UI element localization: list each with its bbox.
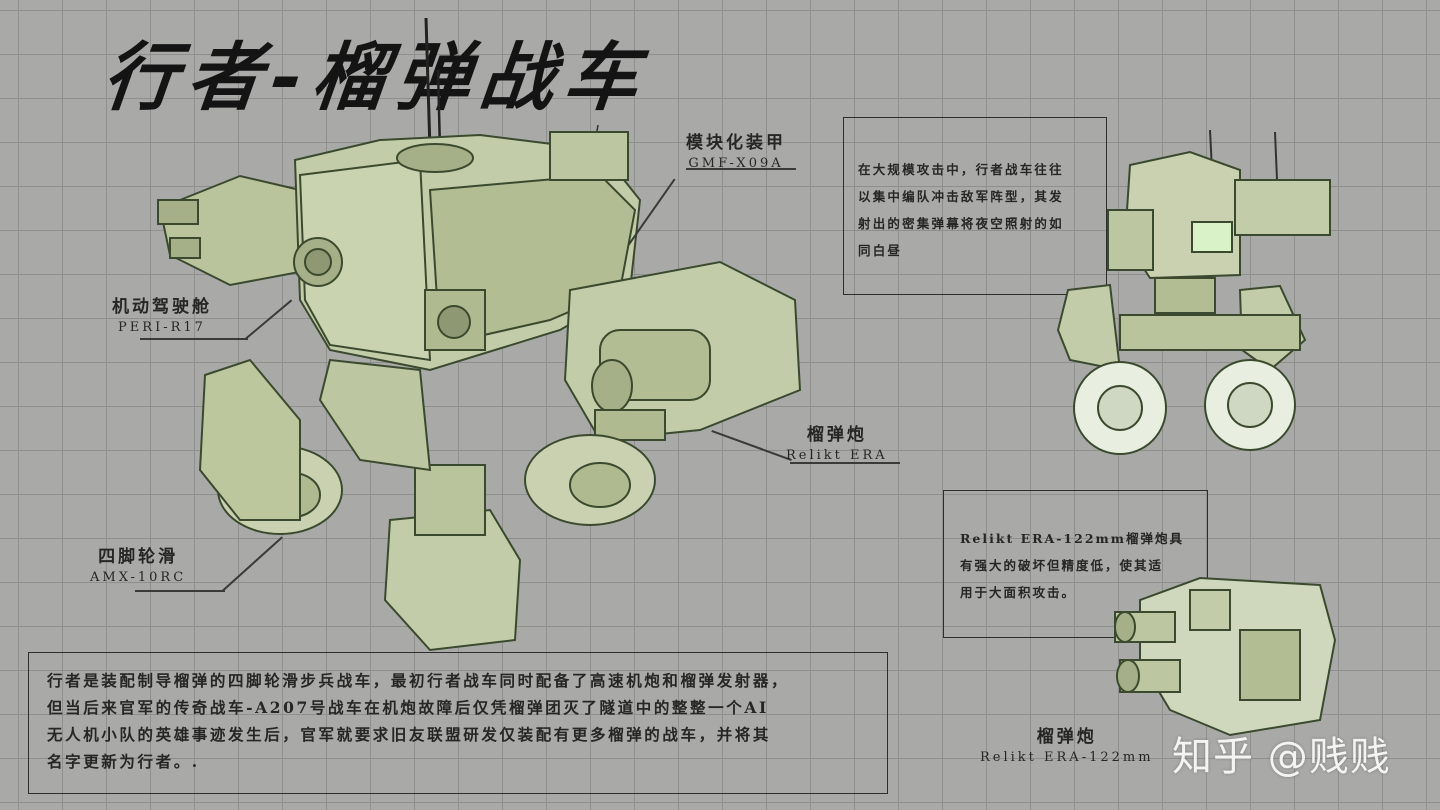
callout-cannon-cn: 榴弹炮 xyxy=(806,425,867,445)
underline-armor xyxy=(686,168,796,170)
underline-legs xyxy=(135,590,225,592)
callout-legs: 四脚轮滑 AMX-10RC xyxy=(90,542,186,585)
description-attack-line: 同白昼 xyxy=(858,243,903,258)
callout-armor: 模块化装甲 GMF-X09A xyxy=(686,128,786,171)
underline-cannon xyxy=(790,462,900,464)
callout-armor-en: GMF-X09A xyxy=(688,156,784,171)
callout-legs-cn: 四脚轮滑 xyxy=(98,547,179,567)
description-cannon: Relikt ERA-122mm榴弹炮具 有强大的破坏但精度低，使其适 用于大面… xyxy=(943,490,1208,638)
description-cannon-line: Relikt ERA-122mm榴弹炮具 xyxy=(960,531,1184,546)
watermark: 知乎 @贱贱 xyxy=(1172,734,1391,780)
description-main-line: 名字更新为行者。. xyxy=(47,752,200,771)
callout-cockpit-en: PERI-R17 xyxy=(118,320,206,335)
description-attack-line: 以集中编队冲击敌军阵型，其发 xyxy=(858,189,1064,204)
description-cannon-line: 有强大的破坏但精度低，使其适 xyxy=(960,558,1164,573)
callout-cannon-detail-en: Relikt ERA-122mm xyxy=(980,750,1154,765)
description-attack: 在大规模攻击中，行者战车往往 以集中编队冲击敌军阵型，其发 射出的密集弹幕将夜空… xyxy=(843,117,1107,295)
callout-cannon-detail: 榴弹炮 Relikt ERA-122mm xyxy=(980,722,1154,765)
description-main-line: 行者是装配制导榴弹的四脚轮滑步兵战车，最初行者战车同时配备了高速机炮和榴弹发射器… xyxy=(47,671,790,690)
description-attack-line: 在大规模攻击中，行者战车往往 xyxy=(858,162,1064,177)
description-main-line: 但当后来官军的传奇战车-A207号战车在机炮故障后仅凭榴弹团灭了隧道中的整整一个… xyxy=(47,698,769,717)
description-main: 行者是装配制导榴弹的四脚轮滑步兵战车，最初行者战车同时配备了高速机炮和榴弹发射器… xyxy=(28,652,888,794)
callout-legs-en: AMX-10RC xyxy=(90,570,187,585)
callout-cannon-detail-cn: 榴弹炮 xyxy=(1036,727,1097,747)
callout-cannon-en: Relikt ERA xyxy=(786,448,888,463)
callout-cockpit-cn: 机动驾驶舱 xyxy=(112,297,212,317)
description-attack-line: 射出的密集弹幕将夜空照射的如 xyxy=(858,216,1064,231)
callout-cockpit: 机动驾驶舱 PERI-R17 xyxy=(112,292,212,335)
callout-cannon: 榴弹炮 Relikt ERA xyxy=(786,420,888,463)
description-cannon-line: 用于大面积攻击。 xyxy=(960,585,1077,600)
underline-cockpit xyxy=(140,338,248,340)
description-main-line: 无人机小队的英雄事迹发生后，官军就要求旧友联盟研发仅装配有更多榴弹的战车，并将其 xyxy=(47,725,772,744)
callout-armor-cn: 模块化装甲 xyxy=(686,133,786,153)
